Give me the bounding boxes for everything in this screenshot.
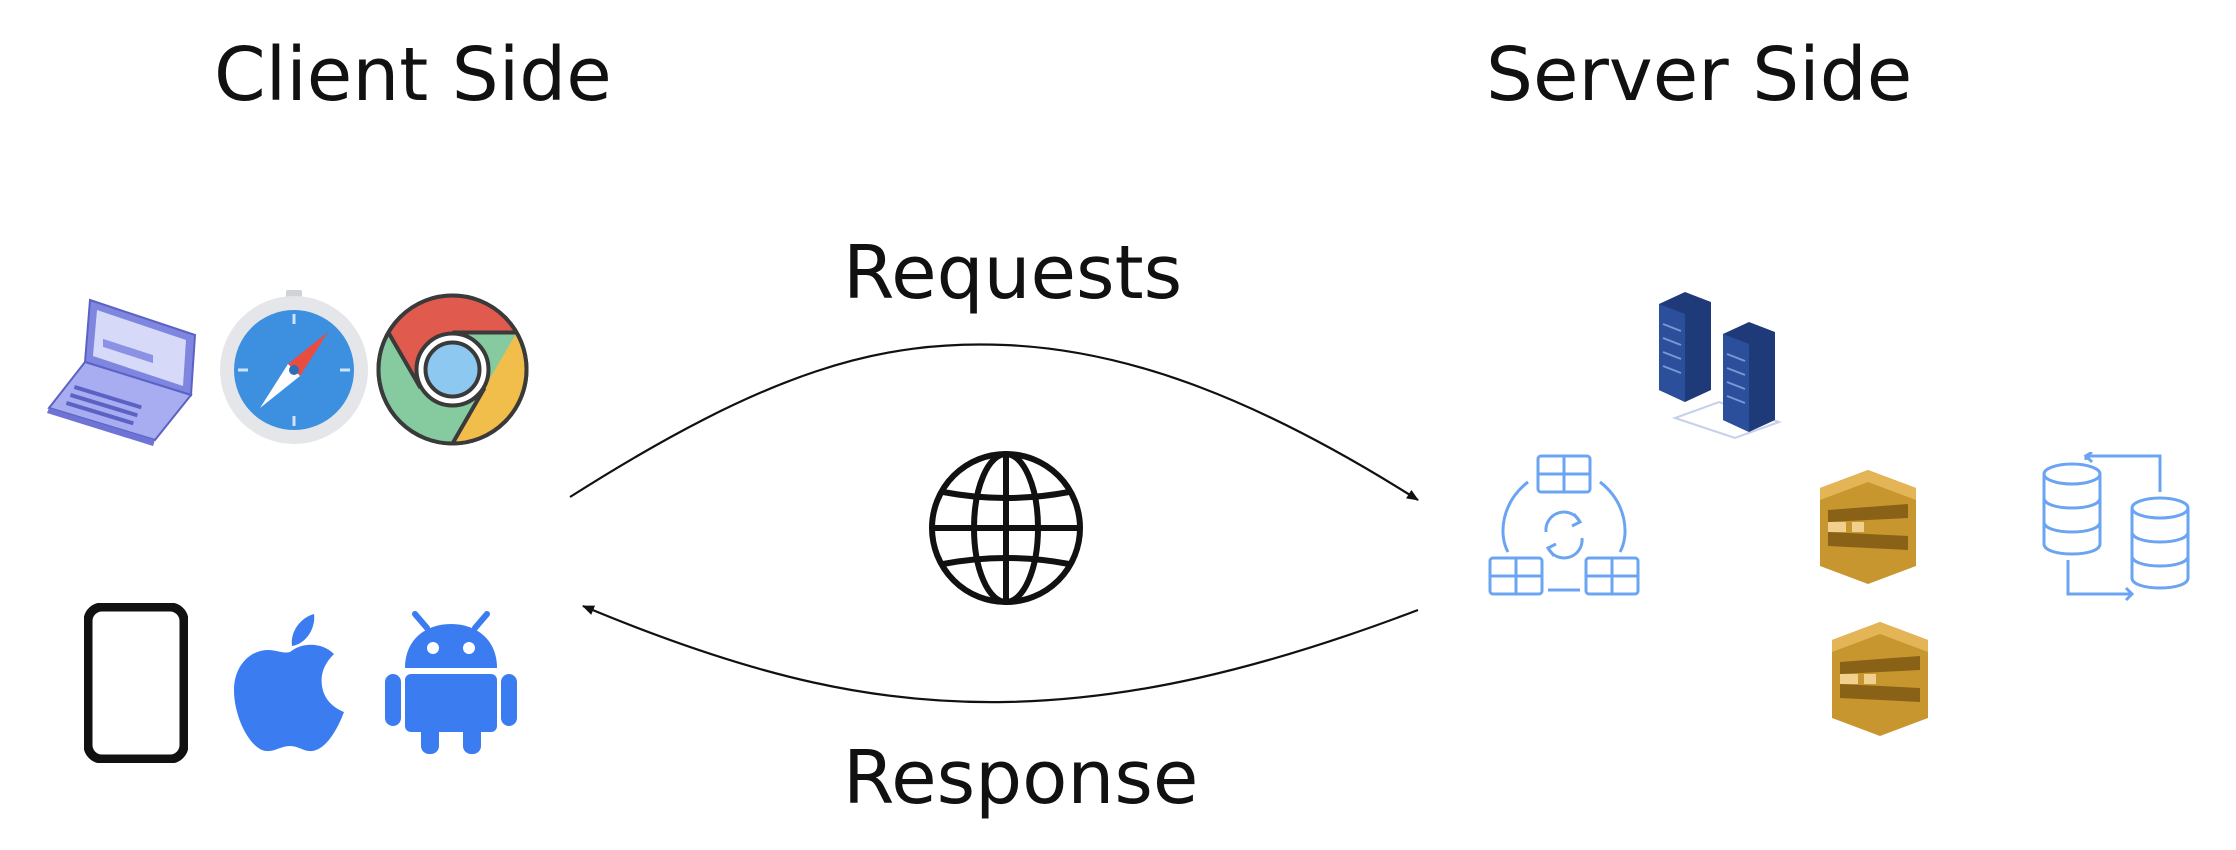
server-racks-icon xyxy=(1655,290,1785,450)
apple-icon xyxy=(230,612,350,755)
laptop-icon xyxy=(45,290,205,450)
requests-label: Requests xyxy=(843,230,1183,316)
chrome-icon xyxy=(375,292,530,447)
client-side-heading: Client Side xyxy=(214,32,612,118)
load-balancer-icon xyxy=(1488,452,1640,604)
response-label: Response xyxy=(843,735,1199,821)
safari-icon xyxy=(218,290,370,445)
android-icon xyxy=(383,610,519,755)
request-arrow xyxy=(569,343,1419,501)
server-side-heading: Server Side xyxy=(1486,32,1913,118)
smartphone-icon xyxy=(84,603,188,763)
response-arrow xyxy=(582,604,1419,704)
queue-icon xyxy=(1830,620,1930,738)
database-replication-icon xyxy=(2040,452,2198,602)
queue-icon xyxy=(1818,468,1918,586)
globe-icon xyxy=(926,448,1086,608)
